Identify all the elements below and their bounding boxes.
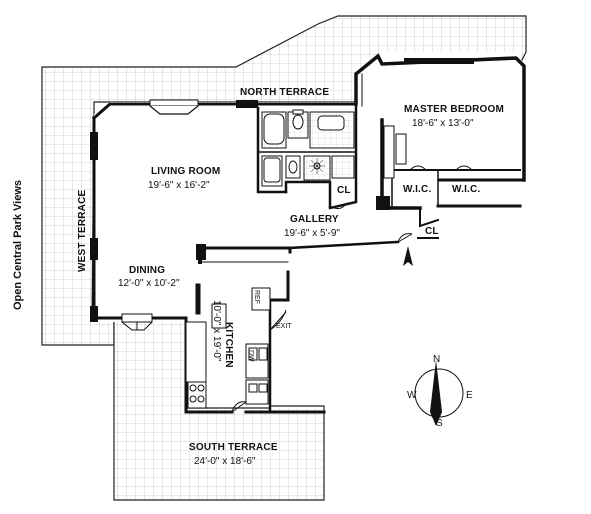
compass-east: E (466, 390, 473, 401)
compass-south: S (436, 418, 443, 429)
dishwasher-label: DW (247, 350, 254, 362)
side-caption: Open Central Park Views (12, 180, 24, 310)
gallery-closet-label: CL (425, 226, 439, 237)
north-terrace-label: NORTH TERRACE (240, 87, 329, 98)
window-blocks (90, 58, 474, 323)
kitchen-label: KITCHEN (223, 322, 234, 368)
refrigerator-label: REF (253, 290, 260, 304)
bay-window (121, 321, 153, 331)
dining-label: DINING (129, 265, 165, 276)
bathroom-fixtures (261, 109, 355, 187)
living-room-dims: 19'-6" x 16'-2" (148, 180, 210, 191)
compass-west: W (407, 390, 417, 401)
kitchen-dims: 10'-0" x 19'-0" (211, 300, 222, 362)
door-swings (231, 203, 413, 413)
wic-right-label: W.I.C. (452, 184, 480, 195)
south-terrace-label: SOUTH TERRACE (189, 442, 278, 453)
apartment-floor (94, 52, 524, 404)
master-built-ins (383, 125, 473, 179)
gallery-dims: 19'-6" x 5'-9" (284, 228, 340, 239)
compass-needle (430, 360, 442, 426)
entry-arrow (403, 246, 413, 266)
master-bedroom-dims: 18'-6" x 13'-0" (412, 118, 474, 129)
exit-label: EXIT (276, 323, 292, 330)
south-terrace-dims: 24'-0" x 18'-6" (194, 456, 256, 467)
compass-rose: N E S W (407, 354, 473, 429)
master-bedroom-label: MASTER BEDROOM (404, 104, 504, 115)
fireplace (149, 105, 199, 115)
west-terrace-label: WEST TERRACE (77, 189, 88, 272)
bath-closet-label: CL (337, 185, 351, 196)
interior (94, 52, 524, 404)
kitchen-fixtures (185, 287, 271, 409)
compass-north: N (433, 354, 440, 365)
dining-dims: 12'-0" x 10'-2" (118, 278, 180, 289)
wic-left-label: W.I.C. (403, 184, 431, 195)
gallery-label: GALLERY (290, 214, 339, 225)
living-room-label: LIVING ROOM (151, 166, 220, 177)
